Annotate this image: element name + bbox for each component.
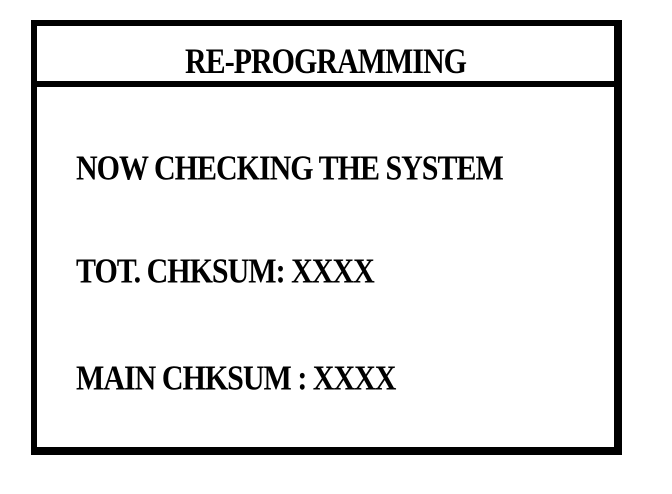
tot-chksum-line: TOT. CHKSUM: XXXX <box>76 251 375 291</box>
status-message: NOW CHECKING THE SYSTEM <box>76 148 504 188</box>
panel-body: NOW CHECKING THE SYSTEM TOT. CHKSUM: XXX… <box>37 87 614 449</box>
reprogramming-panel: RE-PROGRAMMING NOW CHECKING THE SYSTEM T… <box>31 20 622 455</box>
panel-header: RE-PROGRAMMING <box>37 26 614 87</box>
panel-title: RE-PROGRAMMING <box>185 41 467 82</box>
main-chksum-line: MAIN CHKSUM : XXXX <box>76 358 396 398</box>
